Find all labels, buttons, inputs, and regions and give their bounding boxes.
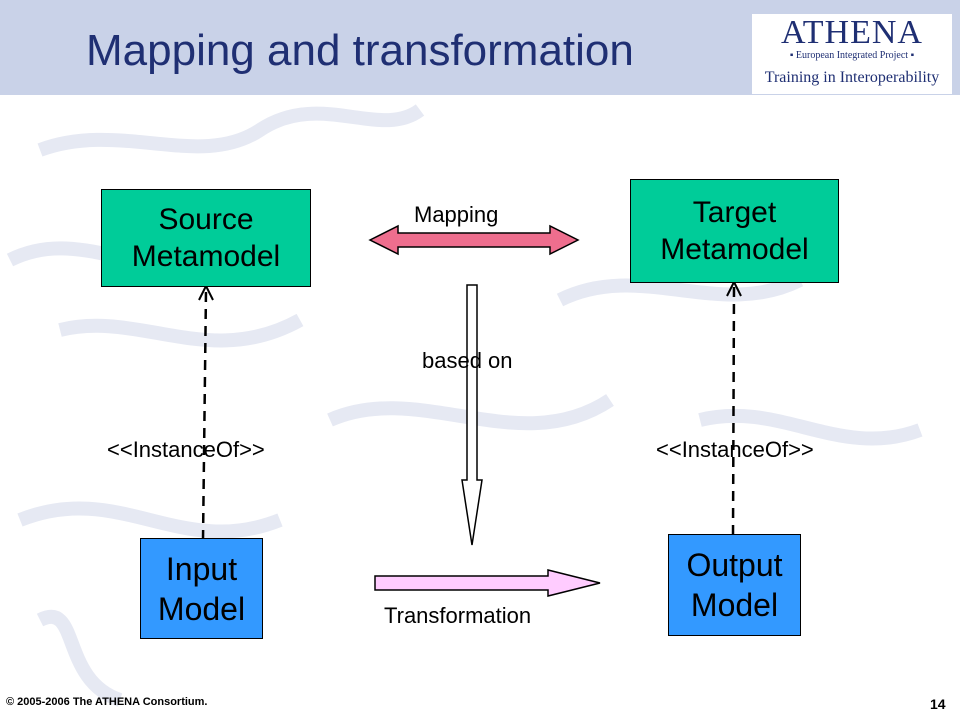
logo-tagline: Training in Interoperability	[764, 69, 940, 86]
based-on-arrow	[461, 284, 483, 546]
slide-number: 14	[930, 696, 946, 712]
based-on-label: based on	[422, 348, 513, 373]
athena-logo: ATHENA ▪ European Integrated Project ▪ T…	[752, 14, 952, 94]
source-metamodel-line2: Metamodel	[131, 240, 281, 273]
output-model-line1: Output	[686, 547, 783, 583]
logo-subtitle: ▪ European Integrated Project ▪	[789, 50, 915, 61]
input-model-line2: Model	[157, 590, 246, 627]
transformation-label: Transformation	[384, 603, 532, 628]
instanceof-left-label: <<InstanceOf>>	[107, 437, 265, 462]
logo-name: ATHENA	[781, 14, 923, 51]
mapping-arrow	[368, 224, 580, 256]
transformation-arrow	[374, 569, 601, 597]
target-metamodel-line2: Metamodel	[660, 233, 809, 266]
input-model-box: Input Model	[140, 538, 263, 639]
instanceof-right-label: <<InstanceOf>>	[656, 437, 814, 462]
output-model-line2: Model	[690, 587, 779, 623]
mapping-label: Mapping	[414, 202, 499, 227]
target-metamodel-box: Target Metamodel	[630, 179, 839, 283]
instanceof-right-arrow	[726, 279, 742, 536]
copyright-footer: © 2005-2006 The ATHENA Consortium.	[6, 696, 208, 708]
source-metamodel-box: Source Metamodel	[101, 189, 311, 287]
instanceof-left-arrow	[198, 283, 214, 541]
slide-title: Mapping and transformation	[86, 26, 634, 75]
source-metamodel-line1: Source	[158, 202, 254, 236]
output-model-box: Output Model	[668, 534, 801, 636]
target-metamodel-line1: Target	[692, 195, 777, 229]
input-model-line1: Input	[165, 550, 238, 587]
